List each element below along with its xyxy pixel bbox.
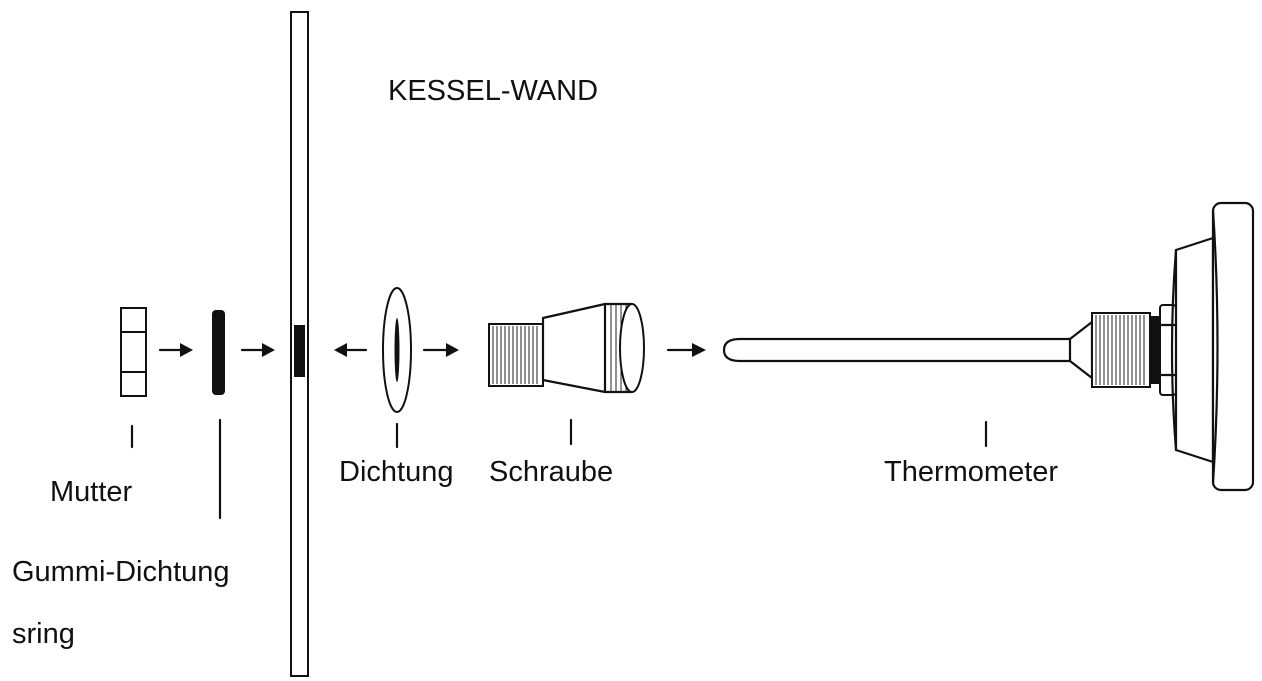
arrow-nut-to-rubber-gasket bbox=[158, 343, 193, 357]
leader-lines bbox=[130, 418, 988, 520]
label-gasket: Dichtung bbox=[339, 456, 454, 488]
label-nut: Mutter bbox=[50, 476, 133, 508]
arrow-screw-to-thermometer bbox=[666, 343, 706, 357]
thermometer-shape bbox=[722, 201, 1255, 492]
arrow-gasket-to-wall bbox=[334, 343, 368, 357]
boiler-wall bbox=[290, 11, 309, 677]
screw-thread-hatching bbox=[492, 326, 538, 384]
nut-shape bbox=[120, 307, 147, 397]
rubber-gasket-shape bbox=[212, 310, 225, 395]
arrow-gasket-to-screw bbox=[422, 343, 459, 357]
gasket-shape bbox=[382, 287, 412, 413]
arrow-rubber-gasket-to-wall bbox=[240, 343, 275, 357]
label-thermometer: Thermometer bbox=[884, 456, 1059, 488]
label-rubber-gasket-line1: Gummi-Dichtung bbox=[12, 556, 230, 588]
diagram-title: KESSEL-WAND bbox=[388, 75, 599, 107]
label-screw: Schraube bbox=[489, 456, 614, 488]
label-rubber-gasket-line2: sring bbox=[12, 618, 75, 650]
assembly-arrows bbox=[158, 343, 706, 357]
thermometer-thread-hatching bbox=[1095, 315, 1145, 385]
screw-shape bbox=[488, 302, 645, 394]
